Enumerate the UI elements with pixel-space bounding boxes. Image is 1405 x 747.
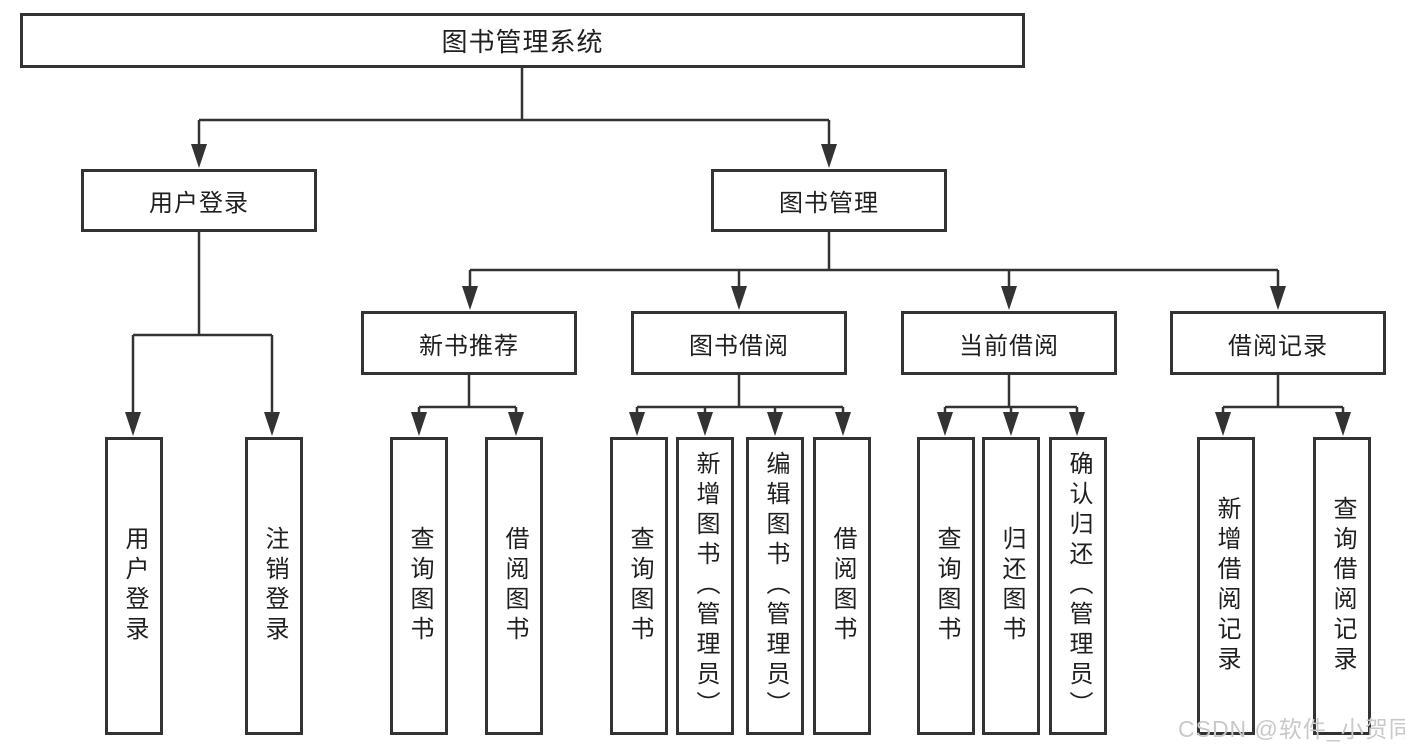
node-borrowing-records: 借阅记录	[1170, 311, 1386, 375]
csdn-watermark: CSDN @软件_小贺同学	[1178, 716, 1405, 742]
leaf-query-borrow-record: 查询借阅记录	[1313, 437, 1371, 735]
node-label: 用户登录	[149, 190, 249, 217]
node-book-borrowing: 图书借阅	[631, 311, 847, 375]
leaf-label: 用户登录	[121, 526, 148, 646]
node-current-borrowing: 当前借阅	[901, 311, 1117, 375]
node-label: 新书推荐	[419, 332, 519, 360]
node-label: 借阅记录	[1228, 332, 1328, 360]
leaf-label: 确认归还（管理员）	[1065, 451, 1092, 721]
node-root-library-management-system: 图书管理系统	[20, 13, 1025, 68]
node-new-book-recommend: 新书推荐	[361, 311, 577, 375]
node-label: 图书借阅	[689, 332, 789, 360]
node-user-login: 用户登录	[81, 169, 317, 232]
connector-stems	[131, 68, 1345, 414]
leaf-label: 新增图书（管理员）	[692, 451, 719, 721]
leaf-confirm-return-admin: 确认归还（管理员）	[1049, 437, 1107, 735]
leaf-borrow-books: 借阅图书	[813, 437, 871, 735]
node-book-management: 图书管理	[711, 169, 947, 232]
leaf-label: 查询图书	[406, 526, 433, 646]
leaf-add-book-admin: 新增图书（管理员）	[676, 437, 734, 735]
leaf-user-login: 用户登录	[105, 437, 163, 735]
leaf-add-borrow-record: 新增借阅记录	[1197, 437, 1255, 735]
leaf-label: 新增借阅记录	[1213, 496, 1240, 676]
leaf-label: 查询图书	[933, 526, 960, 646]
leaf-label: 编辑图书（管理员）	[762, 451, 789, 721]
leaf-label: 借阅图书	[501, 526, 528, 646]
arrow-down-icons	[125, 144, 1351, 436]
leaf-edit-book-admin: 编辑图书（管理员）	[746, 437, 804, 735]
leaf-label: 注销登录	[261, 526, 288, 646]
leaf-label: 查询图书	[626, 526, 653, 646]
leaf-query-books-recommend: 查询图书	[390, 437, 448, 735]
leaf-logout: 注销登录	[245, 437, 303, 735]
leaf-return-books: 归还图书	[982, 437, 1040, 735]
leaf-borrow-books-recommend: 借阅图书	[485, 437, 543, 735]
leaf-label: 查询借阅记录	[1329, 496, 1356, 676]
leaf-label: 归还图书	[998, 526, 1025, 646]
node-label: 图书管理	[779, 190, 879, 217]
leaf-query-books-current: 查询图书	[917, 437, 975, 735]
leaf-query-books-borrow: 查询图书	[610, 437, 668, 735]
node-label: 图书管理系统	[441, 27, 604, 57]
leaf-label: 借阅图书	[829, 526, 856, 646]
node-label: 当前借阅	[959, 332, 1059, 360]
